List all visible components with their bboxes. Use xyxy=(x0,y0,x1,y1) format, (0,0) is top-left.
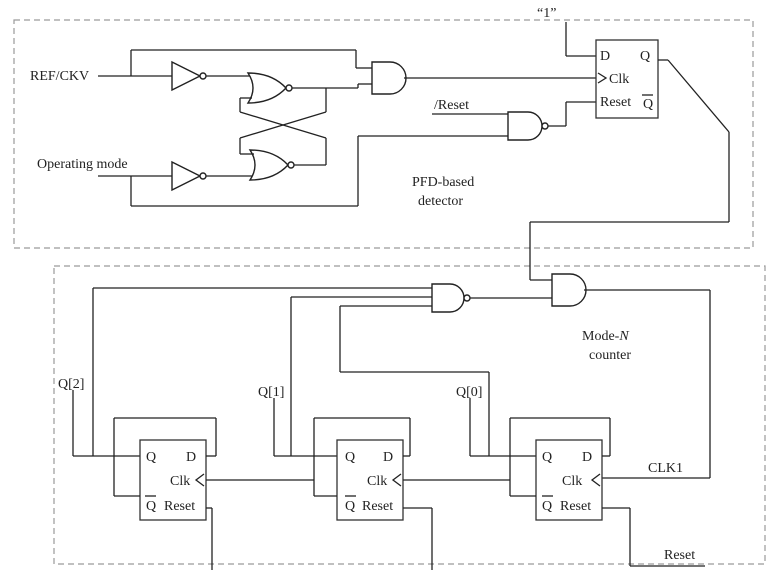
inverter-top xyxy=(171,60,250,92)
counter-feedback-wires xyxy=(92,287,490,456)
dff-right-d-label: D xyxy=(582,450,592,465)
dff-right-reset-label: Reset xyxy=(560,499,591,514)
mode-n-counter-region xyxy=(53,265,766,565)
dff-top-clk-label: Clk xyxy=(609,72,629,87)
nor-gate-bottom xyxy=(248,149,295,181)
dff-top-d-label: D xyxy=(600,49,610,64)
dff-right-qbar-label: Q xyxy=(542,499,552,514)
dff-left-loop-wires xyxy=(113,417,217,497)
dff-top-q-output-wire xyxy=(529,59,730,281)
q-tap-wires xyxy=(72,390,536,457)
reset-bar-label: /Reset xyxy=(434,98,469,113)
const-one-label: “1” xyxy=(537,6,556,21)
reset-label: Reset xyxy=(664,548,695,563)
dff-left-d-label: D xyxy=(186,450,196,465)
pfd-detector-region xyxy=(13,19,754,249)
dff-right-loop-wires xyxy=(509,417,611,497)
dff-middle-loop-wires xyxy=(313,417,411,497)
const-one-wire xyxy=(565,22,596,57)
pfd-title-line2: detector xyxy=(418,194,463,209)
latch-feedback-wires xyxy=(239,83,500,166)
dff-right-q-label: Q xyxy=(542,450,552,465)
dff-top-qbar-label: Q xyxy=(643,97,653,112)
inverter-bottom xyxy=(171,160,252,192)
dff-middle-d-label: D xyxy=(383,450,393,465)
ref-ckv-wire xyxy=(98,49,372,77)
operating-mode-wire xyxy=(98,136,359,207)
operating-mode-label: Operating mode xyxy=(37,157,128,172)
nor-gate-top xyxy=(246,72,293,104)
nand-gate-counter xyxy=(431,283,552,313)
q0-label: Q[0] xyxy=(456,385,482,400)
dff-middle-qbar-label: Q xyxy=(345,499,355,514)
dff-left-q-label: Q xyxy=(146,450,156,465)
dff-top-q-label: Q xyxy=(640,49,650,64)
dff-top-reset-label: Reset xyxy=(600,95,631,110)
clk1-label: CLK1 xyxy=(648,461,683,476)
dff-middle-reset-label: Reset xyxy=(362,499,393,514)
dff-middle-q-label: Q xyxy=(345,450,355,465)
mode-n-title-line2: counter xyxy=(589,348,631,363)
dff-left-qbar-label: Q xyxy=(146,499,156,514)
dff-top: D Q Clk Reset Q xyxy=(595,39,659,119)
pfd-title-line1: PFD-based xyxy=(412,175,474,190)
and-gate-top xyxy=(371,61,596,95)
dff-right-clk-label: Clk xyxy=(562,474,582,489)
dff-left-clk-label: Clk xyxy=(170,474,190,489)
dff-counter-middle: Q D Clk Q Reset xyxy=(336,439,404,521)
dff-left-reset-label: Reset xyxy=(164,499,195,514)
reset-wires xyxy=(206,507,705,570)
ref-ckv-label: REF/CKV xyxy=(30,69,89,84)
and-gate-counter xyxy=(551,273,711,479)
mode-n-title-line1: Mode-N xyxy=(582,329,629,344)
q1-label: Q[1] xyxy=(258,385,284,400)
dff-counter-right: Q D Clk Q Reset xyxy=(535,439,603,521)
dff-middle-clk-label: Clk xyxy=(367,474,387,489)
nand-reset-gate xyxy=(432,101,596,141)
q2-label: Q[2] xyxy=(58,377,84,392)
dff-counter-left: Q D Clk Q Reset xyxy=(139,439,207,521)
